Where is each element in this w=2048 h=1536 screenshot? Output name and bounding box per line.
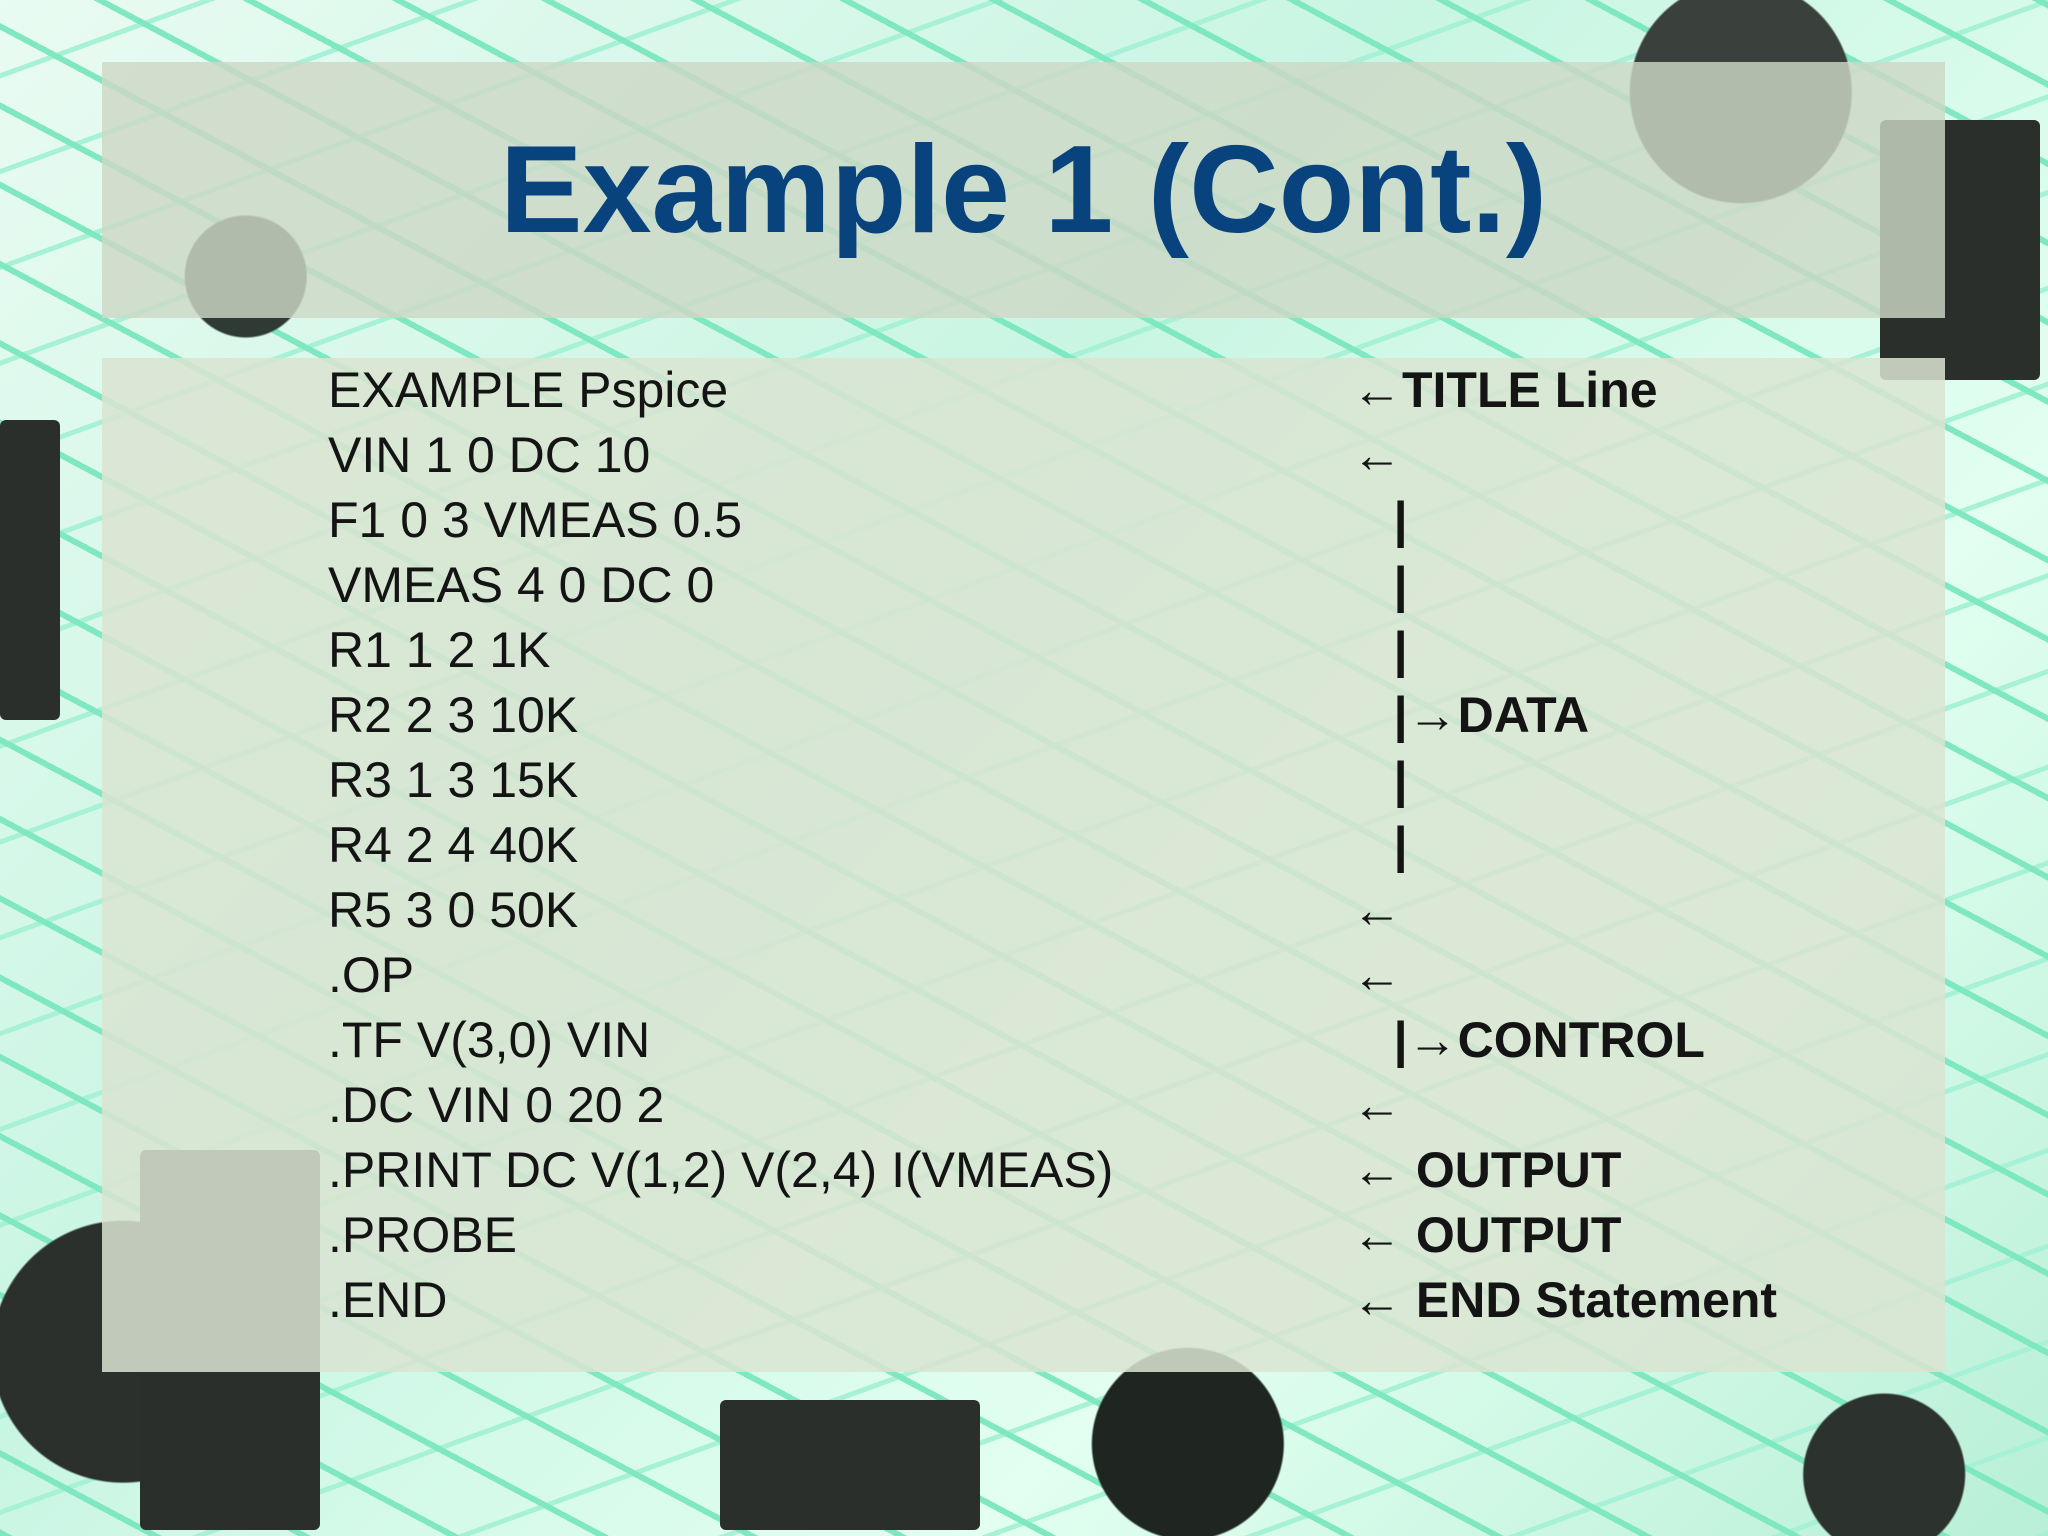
annotation-arrow: ← [1352,1077,1402,1133]
netlist-annotations: ←TITLE Line ← | | | |→DATA | | ← ← |→CON… [1352,358,1777,1333]
annotation-output: ← OUTPUT [1352,1207,1622,1263]
code-line: R4 2 4 40K [328,817,579,873]
code-line: R3 1 3 15K [328,752,579,808]
annotation-control: |→CONTROL [1352,1012,1705,1068]
annotation-arrow: ← [1352,882,1402,938]
code-line: EXAMPLE Pspice [328,362,729,418]
code-line: VIN 1 0 DC 10 [328,427,651,483]
annotation-end-statement: ← END Statement [1352,1272,1778,1328]
code-line: .TF V(3,0) VIN [328,1012,651,1068]
title-panel [102,62,1945,318]
annotation-bracket: | [1352,817,1408,873]
annotation-bracket: | [1352,622,1408,678]
code-line: .PRINT DC V(1,2) V(2,4) I(VMEAS) [328,1142,1114,1198]
annotation-output: ← OUTPUT [1352,1142,1622,1198]
annotation-bracket: | [1352,752,1408,808]
code-line: R1 1 2 1K [328,622,551,678]
code-line: R5 3 0 50K [328,882,579,938]
annotation-bracket: | [1352,492,1408,548]
content-panel [102,358,1945,1372]
code-line: VMEAS 4 0 DC 0 [328,557,715,613]
netlist-code: EXAMPLE Pspice VIN 1 0 DC 10 F1 0 3 VMEA… [328,358,1113,1333]
code-line: .DC VIN 0 20 2 [328,1077,665,1133]
annotation-arrow: ← [1352,947,1402,1003]
code-line: .OP [328,947,415,1003]
code-line: R2 2 3 10K [328,687,579,743]
annotation-title-line: ←TITLE Line [1352,362,1658,418]
annotation-arrow: ← [1352,427,1402,483]
annotation-bracket: | [1352,557,1408,613]
code-line: F1 0 3 VMEAS 0.5 [328,492,743,548]
code-line: .PROBE [328,1207,517,1263]
annotation-data: |→DATA [1352,687,1590,743]
code-line: .END [328,1272,448,1328]
slide-title: Example 1 (Cont.) [499,121,1548,259]
